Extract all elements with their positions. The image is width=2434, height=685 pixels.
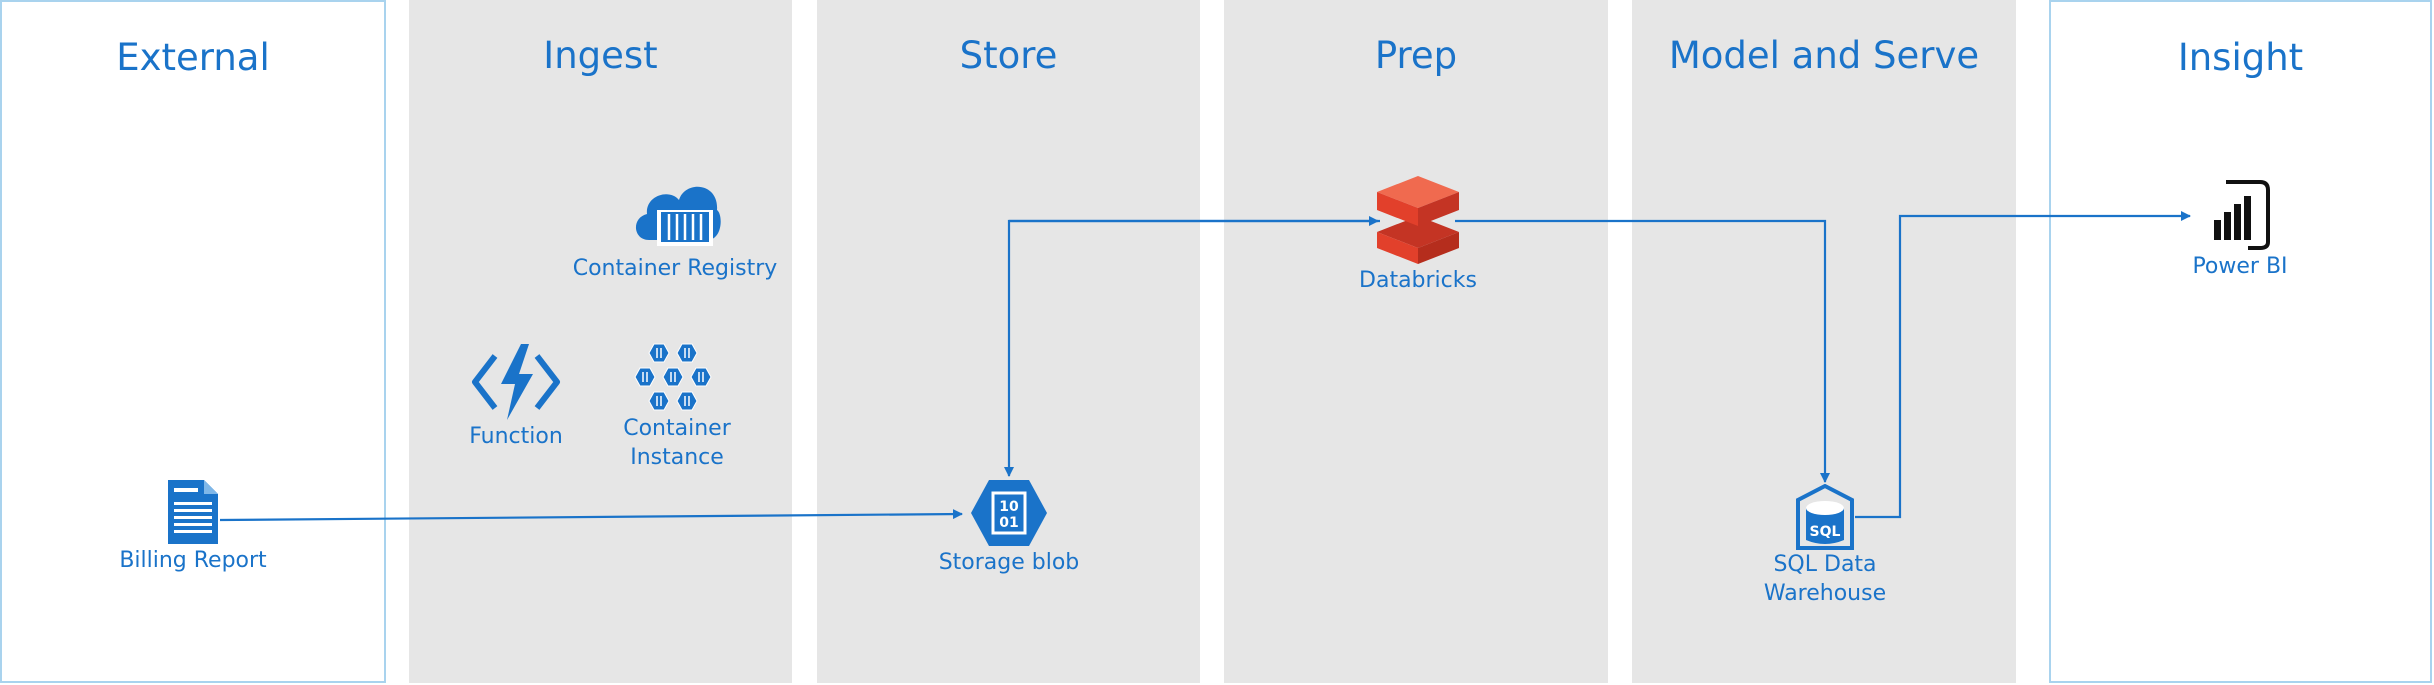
lane-title-ingest: Ingest xyxy=(543,34,658,77)
node-databricks[interactable]: Databricks xyxy=(1345,174,1491,295)
function-icon xyxy=(472,344,560,420)
node-power-bi[interactable]: Power BI xyxy=(2170,176,2310,281)
container-instance-icon xyxy=(634,343,712,411)
lane-ingest: Ingest xyxy=(409,0,792,683)
lane-title-store: Store xyxy=(959,34,1058,77)
lane-title-model-and-serve: Model and Serve xyxy=(1668,34,1980,77)
label-storage-blob: Storage blob xyxy=(938,550,1080,575)
databricks-icon xyxy=(1377,176,1459,264)
node-container-registry[interactable]: Container Registry xyxy=(560,174,790,283)
storage-icon-text-bottom: 01 xyxy=(999,515,1018,531)
sql-data-warehouse-icon: SQL xyxy=(1796,484,1854,550)
lane-prep: Prep xyxy=(1224,0,1608,683)
label-function: Function xyxy=(469,424,563,449)
node-storage-blob[interactable]: 10 01 Storage blob xyxy=(929,478,1089,577)
node-container-instance[interactable]: Container Instance xyxy=(610,342,744,472)
lane-insight: Insight xyxy=(2049,0,2432,683)
power-bi-icon xyxy=(2214,180,2270,250)
label-billing-report: Billing Report xyxy=(119,548,267,573)
label-container-registry: Container Registry xyxy=(572,256,778,281)
label-databricks: Databricks xyxy=(1359,268,1477,293)
document-icon xyxy=(168,480,218,544)
lane-external: External xyxy=(0,0,386,683)
lane-title-insight: Insight xyxy=(2177,36,2304,79)
lane-title-external: External xyxy=(116,36,270,79)
node-sql-data-warehouse[interactable]: SQL SQL Data Warehouse xyxy=(1745,484,1905,608)
node-billing-report[interactable]: Billing Report xyxy=(103,478,283,575)
storage-blob-icon: 10 01 xyxy=(971,480,1047,546)
container-registry-icon xyxy=(635,186,721,246)
storage-icon-text-top: 10 xyxy=(999,499,1019,515)
label-container-instance: Container Instance xyxy=(623,416,731,470)
label-sql-data-warehouse: SQL Data Warehouse xyxy=(1763,552,1887,606)
sql-icon-text: SQL xyxy=(1810,524,1841,540)
label-power-bi: Power BI xyxy=(2192,254,2288,279)
lane-store: Store xyxy=(817,0,1200,683)
node-function[interactable]: Function xyxy=(455,342,577,451)
lane-title-prep: Prep xyxy=(1374,34,1458,77)
